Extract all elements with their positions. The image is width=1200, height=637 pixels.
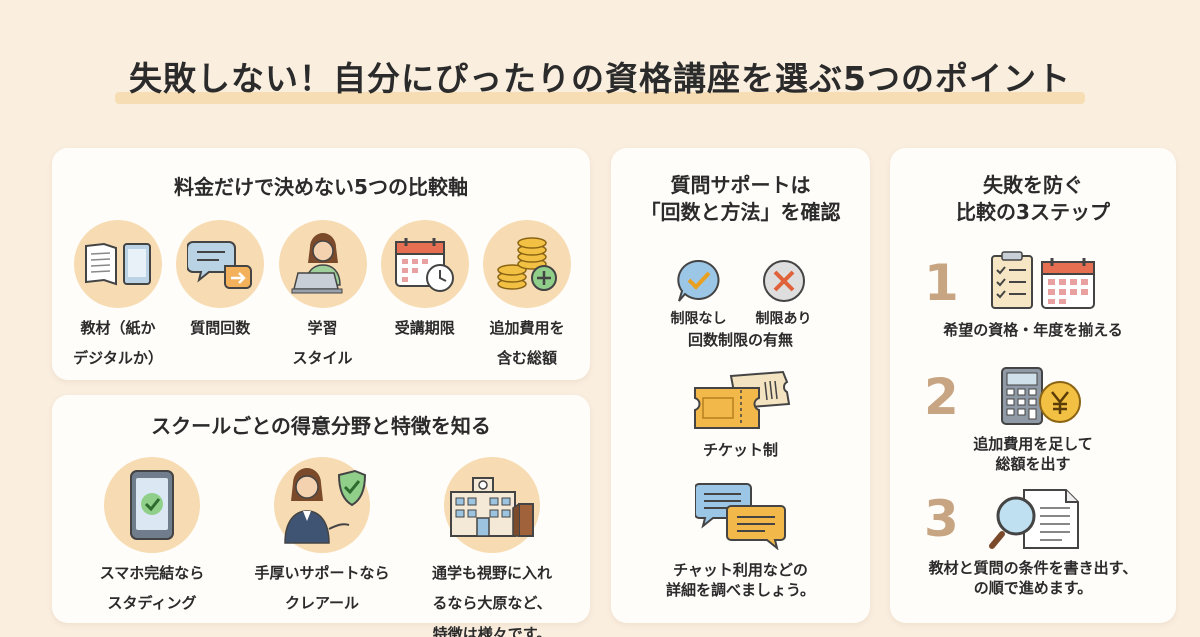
ticket-label: チケット制 xyxy=(702,441,778,459)
step-text-1: 追加費用を足して xyxy=(973,435,1093,453)
card-heading: 料金だけで決めない5つの比較軸 xyxy=(174,175,468,199)
axis-label-2: 含む総額 xyxy=(496,349,557,368)
chat-bubbles-icon xyxy=(695,483,786,550)
school-label-1: 通学も視野に入れ xyxy=(431,564,552,582)
school-features-card: スクールごとの得意分野と特徴を知る スマホ完結なら スタディング xyxy=(52,395,590,637)
step-number: 1 xyxy=(924,254,959,312)
school-label-2: るなら大原など、 xyxy=(432,594,552,613)
support-person-shield-icon xyxy=(274,457,370,553)
axis-label-2: デジタルか） xyxy=(73,349,163,368)
school-item-studying: スマホ完結なら スタディング xyxy=(72,457,232,637)
question-support-card: 質問サポートは 「回数と方法」を確認 制限なし 制限あり 回数制限の有無 チケッ… xyxy=(611,148,870,623)
axis-label-1: 追加費用を xyxy=(489,319,565,337)
step-text-2: の順で進めます。 xyxy=(973,579,1093,597)
smartphone-check-icon xyxy=(104,457,200,553)
axis-item-total-cost: 追加費用を 含む総額 xyxy=(479,220,575,369)
check-bubble-icon xyxy=(676,259,719,302)
comparison-axes-card: 料金だけで決めない5つの比較軸 教材（紙か デジタルか） xyxy=(52,148,590,380)
school-item-ohara: 通学も視野に入れ るなら大原など、 特徴は様々です。 xyxy=(412,457,572,637)
axis-item-deadline: 受講期限 xyxy=(377,220,473,369)
ticket-icon xyxy=(694,370,791,429)
speech-bubble-icon xyxy=(176,220,265,308)
limit-caption: 回数制限の有無 xyxy=(687,331,793,349)
step-text-2: 総額を出す xyxy=(995,455,1071,473)
axis-item-questions: 質問回数 xyxy=(172,220,268,369)
step-text-1: 教材と質問の条件を書き出す、 xyxy=(928,559,1138,577)
card-heading: スクールごとの得意分野と特徴を知る xyxy=(151,414,491,438)
chat-label-2: 詳細を調べましょう。 xyxy=(665,581,816,599)
calendar-clock-icon xyxy=(380,220,469,308)
step-text-1: 希望の資格・年度を揃える xyxy=(943,321,1123,339)
step-number: 3 xyxy=(924,490,959,548)
axis-label-1: 受講期限 xyxy=(394,319,455,337)
axis-label-1: 教材（紙か xyxy=(80,319,156,337)
card-heading: 失敗を防ぐ 比較の3ステップ xyxy=(890,172,1176,226)
school-label-2: スタディング xyxy=(107,594,197,613)
no-limit-label: 制限なし xyxy=(670,311,727,327)
card-heading-line-2: 「回数と方法」を確認 xyxy=(640,200,841,224)
coins-plus-icon xyxy=(483,220,571,308)
page-title: 失敗しない！自分にぴったりの資格講座を選ぶ5つのポイント xyxy=(115,52,1085,104)
school-label-3: 特徴は様々です。 xyxy=(432,624,552,637)
limited-label: 制限あり xyxy=(755,311,812,327)
school-label-1: 手厚いサポートなら xyxy=(254,564,390,582)
limited-option: 制限あり xyxy=(746,258,821,329)
axis-item-materials: 教材（紙か デジタルか） xyxy=(70,220,166,369)
card-heading-line-2: 比較の3ステップ xyxy=(956,200,1110,224)
school-label-1: スマホ完結なら xyxy=(99,564,205,582)
school-label-2: クレアール xyxy=(284,594,360,613)
school-item-crear: 手厚いサポートなら クレアール xyxy=(242,457,402,637)
cross-circle-icon xyxy=(762,260,805,302)
magnifier-document-icon xyxy=(989,489,1079,549)
student-laptop-icon xyxy=(278,220,367,308)
axis-label-1: 学習 xyxy=(307,319,338,337)
chat-label-1: チャット利用などの xyxy=(673,561,808,579)
book-tablet-icon xyxy=(74,220,162,308)
card-heading-line-1: 質問サポートは xyxy=(670,173,811,197)
axis-label-1: 質問回数 xyxy=(190,319,251,337)
card-heading-line-1: 失敗を防ぐ xyxy=(983,173,1083,197)
card-heading: 質問サポートは 「回数と方法」を確認 xyxy=(611,172,870,226)
calculator-yen-icon xyxy=(1001,367,1081,425)
school-building-icon xyxy=(444,457,540,553)
step-number: 2 xyxy=(924,368,959,426)
axis-label-2: スタイル xyxy=(292,349,353,368)
no-limit-option: 制限なし xyxy=(661,258,736,329)
three-steps-card: 失敗を防ぐ 比較の3ステップ 1 希望の資格・年度を揃える 2 xyxy=(890,148,1176,623)
axis-item-style: 学習 スタイル xyxy=(275,220,371,369)
checklist-calendar-icon xyxy=(991,251,1095,309)
